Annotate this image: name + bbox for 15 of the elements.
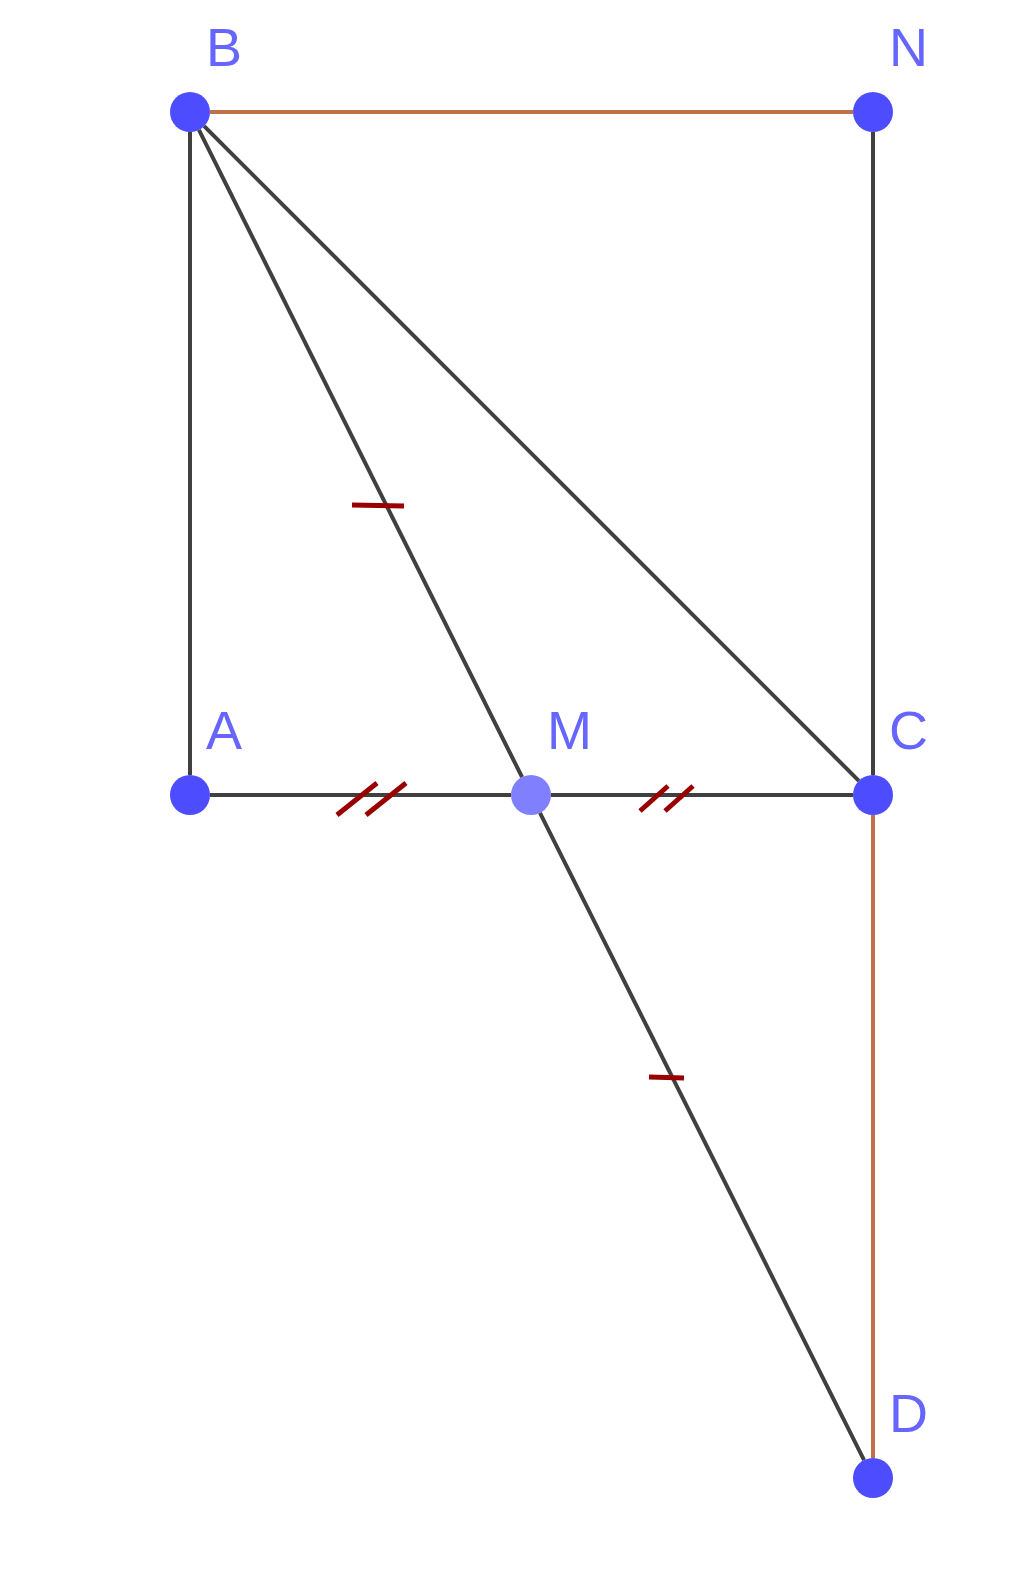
line-segment <box>551 793 853 797</box>
line-segment <box>188 132 192 775</box>
point-label: B <box>206 20 243 74</box>
point-label: A <box>206 703 243 757</box>
line-segment <box>210 793 511 797</box>
line-segment <box>538 812 866 1461</box>
point-label: C <box>889 703 928 757</box>
line-segment <box>871 132 875 775</box>
point-label: N <box>889 20 928 74</box>
line-segment <box>210 110 853 114</box>
point-label: D <box>889 1386 928 1440</box>
line-segment <box>871 815 875 1458</box>
point-label: M <box>547 703 592 757</box>
line-segment <box>197 129 524 778</box>
line-segment <box>202 124 861 783</box>
